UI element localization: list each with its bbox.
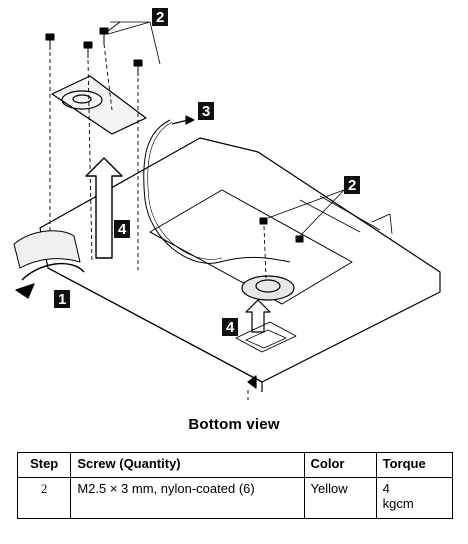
- torque-value: 4: [382, 481, 390, 496]
- header-step: Step: [16, 452, 72, 478]
- torque-unit: kgcm: [382, 496, 414, 511]
- callout-4-right-label: 4: [226, 319, 235, 336]
- lift-arrow-step1: [21, 262, 85, 281]
- callout-2-top: 2: [152, 8, 168, 26]
- cell-torque: 4 kgcm: [375, 477, 454, 519]
- installed-fan: [241, 275, 295, 301]
- lift-arrow-step4-right: [245, 299, 271, 333]
- callout-3: 3: [198, 102, 214, 120]
- callout-2-right: 2: [344, 176, 360, 194]
- fan-cable: [143, 119, 291, 264]
- fan-recess: [149, 189, 353, 305]
- screw-set-right: [259, 217, 304, 243]
- screw-set-top: [45, 27, 143, 76]
- cell-step: 2: [16, 477, 72, 519]
- table-row: 2 M2.5 × 3 mm, nylon-coated (6) Yellow 4…: [16, 477, 454, 519]
- figure-caption: Bottom view: [188, 416, 280, 433]
- header-torque: Torque: [375, 452, 454, 478]
- callout-2-right-label: 2: [348, 177, 356, 194]
- header-screw: Screw (Quantity): [70, 452, 305, 478]
- callout-4-left-label: 4: [118, 221, 127, 238]
- cell-screw: M2.5 × 3 mm, nylon-coated (6): [70, 477, 305, 519]
- callout-1-label: 1: [58, 291, 66, 308]
- callout-2-top-label: 2: [156, 9, 164, 26]
- callout-4-right: 4: [222, 318, 238, 336]
- cell-color: Yellow: [303, 477, 377, 519]
- callout-3-label: 3: [202, 103, 210, 120]
- exploded-view-diagram: 1 2 2 3 4 4: [13, 8, 441, 400]
- screw-spec-table: Step Screw (Quantity) Color Torque 2 M2.…: [16, 452, 454, 519]
- callout-4-left: 4: [114, 220, 130, 238]
- header-color: Color: [303, 452, 377, 478]
- callout-1: 1: [54, 290, 70, 308]
- table-header-row: Step Screw (Quantity) Color Torque: [16, 452, 454, 478]
- lift-arrow-step4-left: [85, 157, 123, 259]
